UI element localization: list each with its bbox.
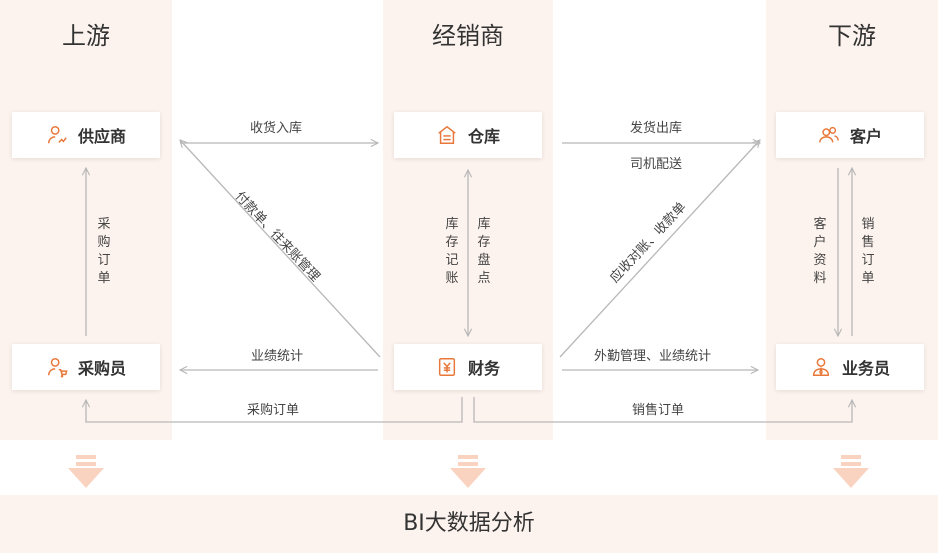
salesperson-icon [812, 358, 830, 377]
arrow-finance-to-customer [559, 140, 760, 358]
warehouse-node: 仓库 [394, 112, 542, 158]
purchaser-node: 采购员 [12, 344, 160, 390]
upstream-title: 上游 [62, 22, 110, 50]
purchase-order-vertical-label: 采购订单 [97, 217, 111, 286]
finance-label: 财务 [467, 359, 500, 378]
sales-order-bottom-label: 销售订单 [632, 403, 685, 418]
driver-delivery-label: 司机配送 [630, 157, 683, 172]
warehouse-label: 仓库 [467, 127, 500, 146]
bi-analytics-bar: BI大数据分析 [0, 495, 938, 553]
receive-stock-label: 收货入库 [250, 121, 303, 136]
ship-out-label: 发货出库 [630, 121, 683, 136]
sales-order-vertical-label: 销售订单 [861, 217, 875, 286]
purchaser-icon [48, 358, 68, 378]
customer-info-label: 客户资料 [813, 217, 827, 286]
down-arrow-downstream-head [833, 468, 869, 488]
field-performance-label: 外勤管理、业绩统计 [594, 349, 712, 364]
down-arrow-distributor-head [450, 468, 486, 488]
purchaser-label: 采购员 [77, 359, 126, 378]
down-arrow-upstream-head [68, 468, 104, 488]
arrow-purchase-order-bottom [86, 397, 463, 423]
down-arrow-upstream-stem [76, 455, 96, 459]
yen-document-icon [438, 358, 456, 376]
arrow-finance-to-supplier [180, 140, 381, 358]
finance-node: 财务 [394, 344, 542, 390]
customer-node: 客户 [776, 112, 924, 158]
customer-icon [819, 126, 839, 143]
down-arrow-downstream-stem [841, 455, 861, 459]
inventory-count-label: 库存盘点 [477, 217, 491, 286]
downstream-title: 下游 [828, 22, 876, 50]
supplier-label: 供应商 [77, 127, 126, 146]
arrow-sales-order-bottom [473, 397, 852, 423]
inventory-record-label: 库存记账 [445, 217, 459, 286]
supplier-icon [48, 126, 67, 144]
flow-lines [68, 0, 869, 488]
customer-label: 客户 [849, 127, 882, 146]
supplier-node: 供应商 [12, 112, 160, 158]
salesperson-label: 业务员 [841, 359, 890, 378]
down-arrow-distributor-stem [458, 455, 478, 459]
warehouse-icon [438, 125, 456, 144]
performance-stats-label: 业绩统计 [251, 349, 304, 364]
purchase-order-bottom-label: 采购订单 [247, 403, 300, 418]
distributor-title: 经销商 [432, 22, 504, 50]
salesperson-node: 业务员 [776, 344, 924, 390]
